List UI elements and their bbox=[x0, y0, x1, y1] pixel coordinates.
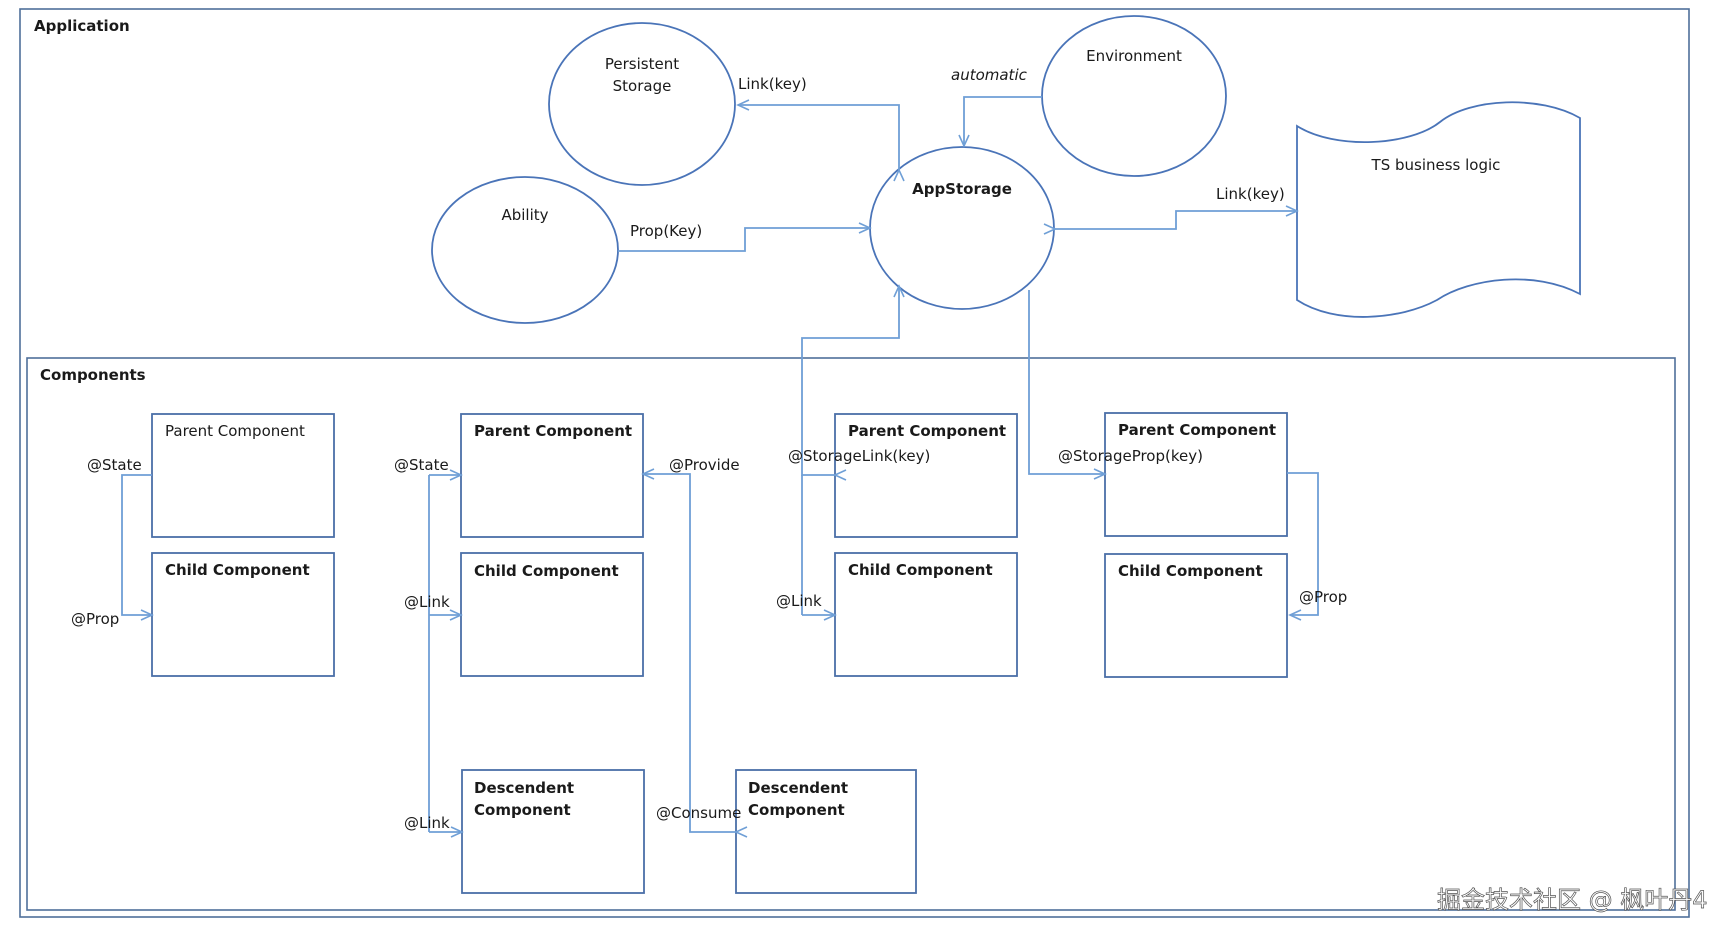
persistent-link-connector bbox=[736, 99, 905, 182]
ts-link-connector bbox=[1043, 205, 1299, 235]
ability-prop-connector bbox=[618, 222, 872, 252]
group1-state-label: @State bbox=[87, 456, 142, 474]
watermark: 掘金技术社区 @ 枫叶丹4 bbox=[1437, 886, 1708, 914]
application-frame bbox=[19, 8, 1690, 918]
persistent-storage-node: Persistent Storage bbox=[548, 22, 736, 186]
appstorage-node: AppStorage bbox=[869, 146, 1055, 310]
group3-child-component bbox=[834, 552, 1018, 677]
group4-parent-label: Parent Component bbox=[1118, 421, 1276, 439]
group2-link1-label: @Link bbox=[404, 593, 450, 611]
ability-node: Ability bbox=[431, 176, 619, 324]
environment-automatic-connector bbox=[958, 96, 1042, 148]
group2-child-label: Child Component bbox=[474, 562, 619, 580]
ability-prop-label: Prop(Key) bbox=[630, 222, 702, 240]
group3-storagelink: Parent Component Child Component @Storag… bbox=[776, 284, 1018, 677]
group1-parent-label: Parent Component bbox=[165, 422, 305, 440]
group3-storagelink-label: @StorageLink(key) bbox=[788, 447, 930, 465]
group3-link-label: @Link bbox=[776, 592, 822, 610]
ability-label: Ability bbox=[501, 206, 548, 224]
group4-storageprop: Parent Component Child Component @Storag… bbox=[1028, 290, 1347, 678]
group2-parent-component bbox=[460, 413, 644, 538]
group2-descendent-a-line1: Descendent bbox=[474, 779, 574, 797]
ts-business-logic-label: TS business logic bbox=[1371, 156, 1501, 174]
persistent-link-label: Link(key) bbox=[738, 75, 807, 93]
group4-prop-connector bbox=[1287, 472, 1319, 621]
components-title: Components bbox=[40, 366, 146, 384]
group2-state-label: @State bbox=[394, 456, 449, 474]
ts-link-label: Link(key) bbox=[1216, 185, 1285, 203]
group2-provide-label: @Provide bbox=[669, 456, 740, 474]
group4-prop-label: @Prop bbox=[1299, 588, 1347, 606]
environment-label: Environment bbox=[1086, 47, 1182, 65]
group1-parent-component bbox=[151, 413, 335, 538]
group2-parent-label: Parent Component bbox=[474, 422, 632, 440]
group2-consume-label: @Consume bbox=[656, 804, 741, 822]
group2-link-provide: Parent Component Child Component Descend… bbox=[394, 413, 917, 894]
group3-parent-label: Parent Component bbox=[848, 422, 1006, 440]
group2-descendent-a-line2: Component bbox=[474, 801, 571, 819]
group4-child-component bbox=[1104, 553, 1288, 678]
group1-state-prop-connector bbox=[121, 474, 154, 621]
group2-provide-consume-connector bbox=[641, 468, 748, 838]
group4-child-label: Child Component bbox=[1118, 562, 1263, 580]
environment-node: Environment bbox=[1041, 15, 1227, 177]
appstorage-label: AppStorage bbox=[912, 180, 1012, 198]
group2-descendent-b bbox=[735, 769, 917, 894]
group4-storageprop-connector bbox=[1028, 290, 1107, 480]
group4-storageprop-label: @StorageProp(key) bbox=[1058, 447, 1203, 465]
group1-child-label: Child Component bbox=[165, 561, 310, 579]
group2-descendent-b-line2: Component bbox=[748, 801, 845, 819]
group4-parent-component bbox=[1104, 412, 1288, 537]
group2-link2-label: @Link bbox=[404, 814, 450, 832]
group1-prop-label: @Prop bbox=[71, 610, 119, 628]
group3-storagelink-connector bbox=[801, 284, 905, 481]
environment-automatic-label: automatic bbox=[951, 66, 1028, 84]
persistent-storage-label-line1: Persistent bbox=[605, 55, 679, 73]
group2-descendent-b-line1: Descendent bbox=[748, 779, 848, 797]
group1-state-prop: Parent Component Child Component @State … bbox=[71, 413, 335, 677]
group3-child-label: Child Component bbox=[848, 561, 993, 579]
ts-business-logic-node: TS business logic bbox=[1296, 101, 1581, 318]
group2-descendent-a bbox=[461, 769, 645, 894]
application-title: Application bbox=[34, 17, 130, 35]
persistent-storage-label-line2: Storage bbox=[613, 77, 672, 95]
